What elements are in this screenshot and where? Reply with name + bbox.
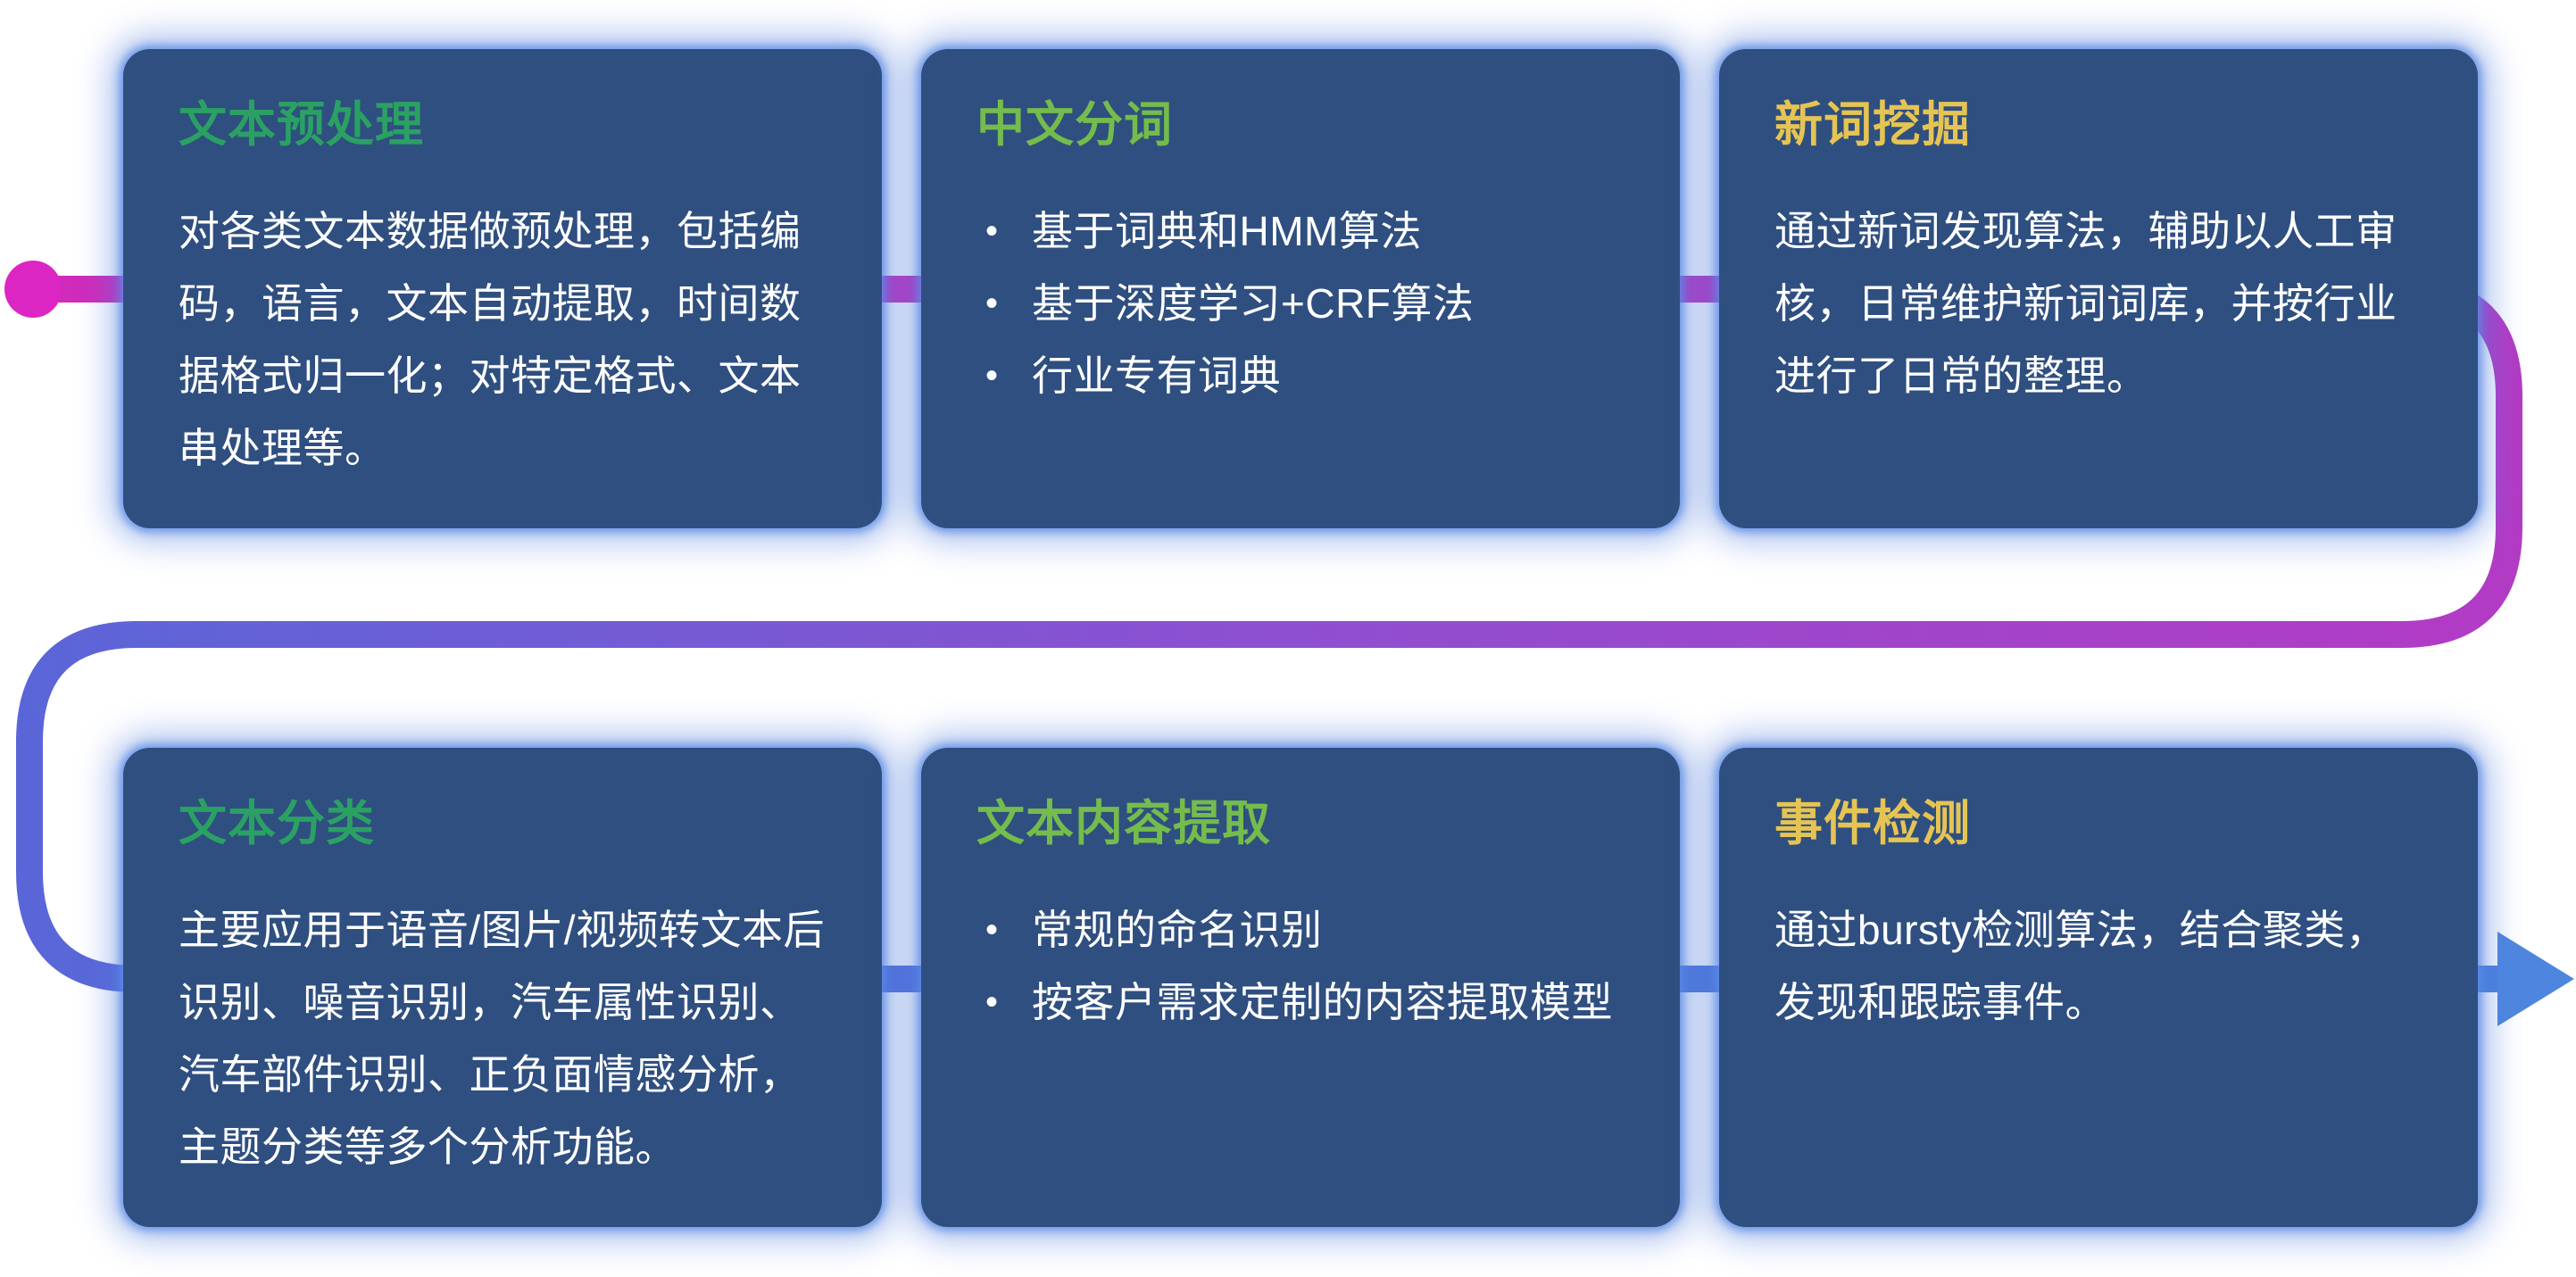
card-title: 文本分类 — [179, 797, 375, 850]
card-body: 通过新词发现算法，辅助以人工审核，日常维护新词词库，并按行业进行了日常的整理。 — [1774, 207, 2397, 399]
flow-start-dot-icon — [4, 261, 62, 318]
card-title: 文本预处理 — [179, 98, 424, 152]
card-title: 文本内容提取 — [976, 797, 1271, 850]
card-title: 新词挖掘 — [1774, 98, 1971, 152]
card-bullet-list: 常规的命名识别 按客户需求定制的内容提取模型 — [976, 894, 1628, 1039]
card-text-classification: 文本分类 主要应用于语音/图片/视频转文本后识别、噪音识别，汽车属性识别、汽车部… — [123, 748, 882, 1227]
flow-line-bottom — [16, 737, 2505, 992]
card-chinese-word-segmentation: 中文分词 基于词典和HMM算法 基于深度学习+CRF算法 行业专有词典 — [921, 49, 1680, 528]
card-body: 主要应用于语音/图片/视频转文本后识别、噪音识别，汽车属性识别、汽车部件识别、正… — [179, 906, 826, 1170]
card-event-detection: 事件检测 通过bursty检测算法，结合聚类，发现和跟踪事件。 — [1719, 748, 2478, 1227]
card-title: 事件检测 — [1774, 797, 1971, 850]
card-title: 中文分词 — [976, 98, 1173, 152]
card-new-word-mining: 新词挖掘 通过新词发现算法，辅助以人工审核，日常维护新词词库，并按行业进行了日常… — [1719, 49, 2478, 528]
flow-arrow-icon — [2497, 932, 2574, 1026]
bullet-item: 基于深度学习+CRF算法 — [976, 268, 1628, 340]
card-body: 通过bursty检测算法，结合聚类，发现和跟踪事件。 — [1774, 906, 2388, 1025]
bullet-item: 常规的命名识别 — [976, 894, 1628, 966]
bullet-item: 行业专有词典 — [976, 340, 1628, 412]
card-text-preprocessing: 文本预处理 对各类文本数据做预处理，包括编码，语言，文本自动提取，时间数据格式归… — [123, 49, 882, 528]
card-bullet-list: 基于词典和HMM算法 基于深度学习+CRF算法 行业专有词典 — [976, 195, 1628, 412]
bullet-item: 按客户需求定制的内容提取模型 — [976, 966, 1628, 1039]
card-body: 对各类文本数据做预处理，包括编码，语言，文本自动提取，时间数据格式归一化；对特定… — [179, 207, 802, 471]
bullet-item: 基于词典和HMM算法 — [976, 195, 1628, 268]
card-text-content-extraction: 文本内容提取 常规的命名识别 按客户需求定制的内容提取模型 — [921, 748, 1680, 1227]
flow-line-middle — [16, 276, 2522, 742]
